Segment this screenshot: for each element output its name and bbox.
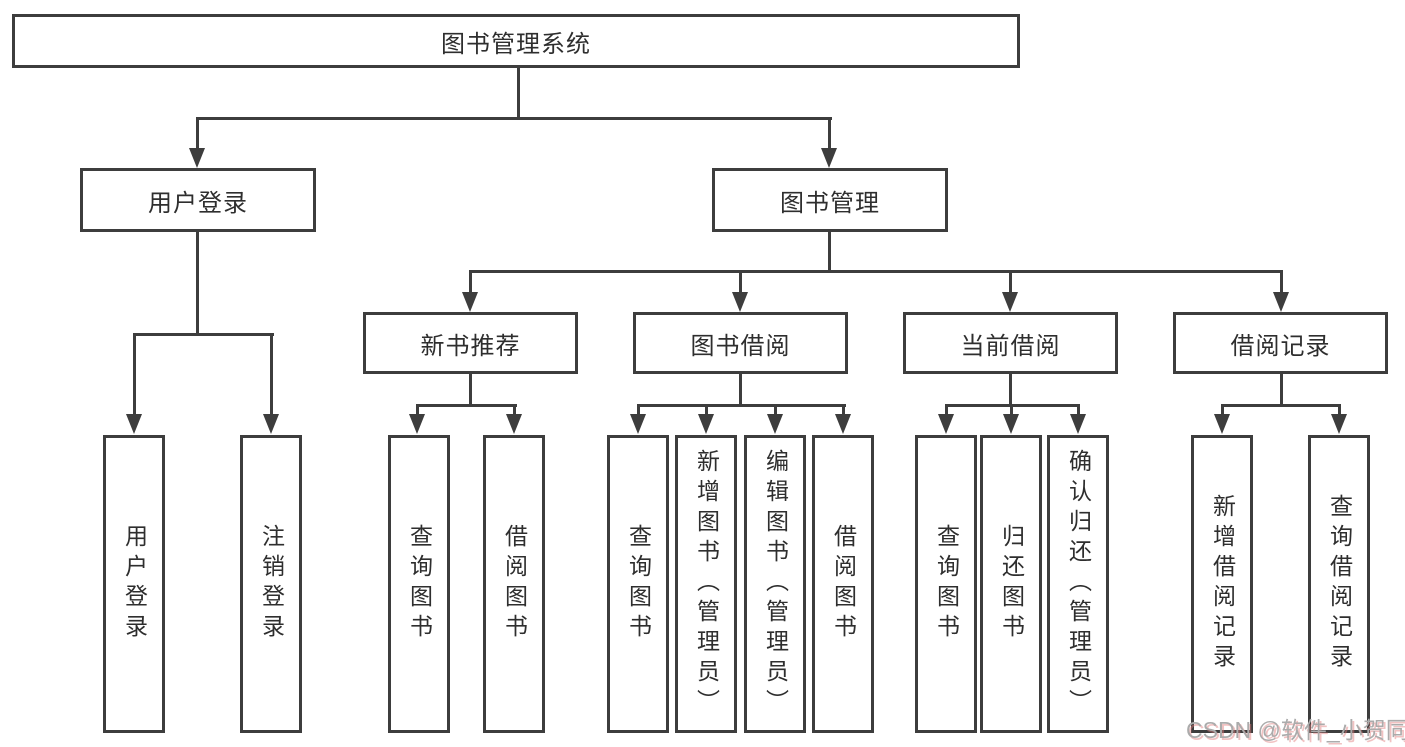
connector-hline [196, 117, 832, 120]
connector-vline [196, 117, 199, 149]
connector-vline [842, 404, 845, 416]
leaf-logout: 注销登录 [240, 435, 302, 733]
leaf-add-book-admin: 新增图书（管理员） [675, 435, 737, 733]
connector-vline [1009, 270, 1012, 294]
node-label: 借阅记录 [1230, 332, 1331, 360]
arrowhead-down-icon [1331, 414, 1347, 434]
connector-vline [739, 270, 742, 294]
arrowhead-down-icon [1214, 414, 1230, 434]
node-book-management: 图书管理 [712, 168, 948, 232]
node-label: 用户登录 [148, 189, 248, 217]
node-new-book-recommend: 新书推荐 [363, 312, 578, 374]
connector-vline [945, 404, 948, 416]
leaf-borrow-book-recommend: 借阅图书 [483, 435, 545, 733]
leaf-user-login: 用户登录 [103, 435, 165, 733]
connector-vline [133, 333, 136, 416]
leaf-label: 借阅图书 [830, 524, 857, 644]
arrowhead-down-icon [732, 292, 748, 312]
leaf-borrow-book: 借阅图书 [812, 435, 874, 733]
connector-vline [774, 404, 777, 416]
arrowhead-down-icon [126, 414, 142, 434]
arrowhead-down-icon [938, 414, 954, 434]
leaf-edit-book-admin: 编辑图书（管理员） [744, 435, 806, 733]
connector-vline [469, 270, 472, 294]
connector-hline [1221, 404, 1341, 407]
arrowhead-down-icon [263, 414, 279, 434]
leaf-label: 借阅图书 [501, 524, 528, 644]
connector-vline [1009, 374, 1012, 407]
node-library-system: 图书管理系统 [12, 14, 1020, 68]
arrowhead-down-icon [835, 414, 851, 434]
node-book-borrow: 图书借阅 [633, 312, 848, 374]
node-current-borrow: 当前借阅 [903, 312, 1118, 374]
node-label: 新书推荐 [420, 332, 521, 360]
connector-vline [1338, 404, 1341, 416]
connector-vline [513, 404, 516, 416]
arrowhead-down-icon [1003, 414, 1019, 434]
leaf-label: 归还图书 [998, 524, 1025, 644]
arrowhead-down-icon [630, 414, 646, 434]
leaf-label: 查询图书 [406, 524, 433, 644]
connector-hline [637, 404, 846, 407]
leaf-label: 编辑图书（管理员） [762, 449, 789, 719]
leaf-label: 查询图书 [933, 524, 960, 644]
connector-vline [739, 374, 742, 407]
leaf-query-borrow-record: 查询借阅记录 [1308, 435, 1370, 733]
leaf-query-book: 查询图书 [607, 435, 669, 733]
arrowhead-down-icon [821, 148, 837, 168]
connector-vline [705, 404, 708, 416]
leaf-label: 查询借阅记录 [1326, 494, 1353, 674]
arrowhead-down-icon [698, 414, 714, 434]
connector-vline [270, 333, 273, 416]
connector-vline [1010, 404, 1013, 416]
leaf-return-book: 归还图书 [980, 435, 1042, 733]
node-borrow-record: 借阅记录 [1173, 312, 1388, 374]
connector-vline [828, 232, 831, 273]
node-label: 图书管理 [780, 189, 880, 217]
connector-vline [469, 374, 472, 407]
connector-hline [133, 333, 274, 336]
node-label: 当前借阅 [960, 332, 1061, 360]
node-user-login: 用户登录 [80, 168, 316, 232]
connector-vline [1077, 404, 1080, 416]
leaf-label: 注销登录 [258, 524, 285, 644]
arrowhead-down-icon [1002, 292, 1018, 312]
leaf-label: 查询图书 [625, 524, 652, 644]
connector-vline [517, 68, 520, 118]
connector-vline [637, 404, 640, 416]
connector-vline [828, 117, 831, 149]
leaf-query-book-recommend: 查询图书 [388, 435, 450, 733]
connector-vline [1280, 374, 1283, 407]
arrowhead-down-icon [1070, 414, 1086, 434]
connector-vline [1280, 270, 1283, 294]
leaf-label: 新增借阅记录 [1209, 494, 1236, 674]
connector-vline [1221, 404, 1224, 416]
leaf-confirm-return-admin: 确认归还（管理员） [1047, 435, 1109, 733]
connector-vline [416, 404, 419, 416]
arrowhead-down-icon [462, 292, 478, 312]
arrowhead-down-icon [409, 414, 425, 434]
connector-hline [469, 270, 1283, 273]
node-label: 图书管理系统 [441, 30, 591, 58]
arrowhead-down-icon [189, 148, 205, 168]
arrowhead-down-icon [767, 414, 783, 434]
leaf-label: 用户登录 [121, 524, 148, 644]
node-label: 图书借阅 [690, 332, 791, 360]
arrowhead-down-icon [506, 414, 522, 434]
arrowhead-down-icon [1273, 292, 1289, 312]
leaf-label: 新增图书（管理员） [693, 449, 720, 719]
leaf-label: 确认归还（管理员） [1065, 449, 1092, 719]
connector-hline [416, 404, 517, 407]
connector-vline [196, 232, 199, 336]
csdn-watermark: CSDN @软件_小贺同学 [1186, 717, 1405, 743]
leaf-add-borrow-record: 新增借阅记录 [1191, 435, 1253, 733]
leaf-query-current-book: 查询图书 [915, 435, 977, 733]
